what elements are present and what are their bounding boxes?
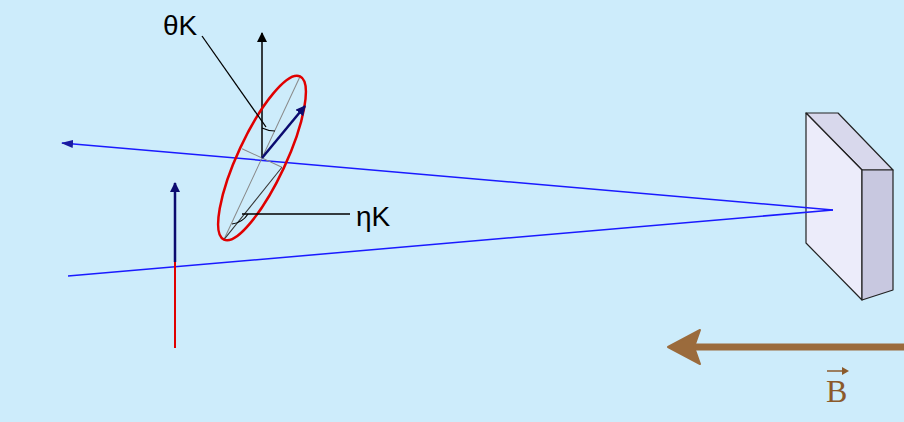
polarization-line bbox=[174, 262, 176, 348]
theta-arc bbox=[262, 128, 275, 131]
angle-label: ηK bbox=[356, 203, 390, 231]
angle-label: θK bbox=[163, 12, 197, 40]
leader-line bbox=[202, 36, 266, 127]
polarization-ellipse bbox=[202, 66, 322, 249]
polarization-arrow bbox=[174, 183, 177, 262]
vector-arrow-accent bbox=[827, 367, 849, 375]
incident-beam bbox=[68, 210, 833, 276]
vertical-axis bbox=[261, 33, 263, 158]
eta-arc bbox=[232, 214, 248, 224]
sample-slab bbox=[806, 113, 893, 300]
field-label: B bbox=[826, 375, 847, 407]
leader-line bbox=[242, 213, 350, 214]
field-arrow bbox=[668, 330, 904, 364]
major-axis-arrow bbox=[262, 106, 305, 158]
reflected-beam bbox=[62, 143, 833, 210]
